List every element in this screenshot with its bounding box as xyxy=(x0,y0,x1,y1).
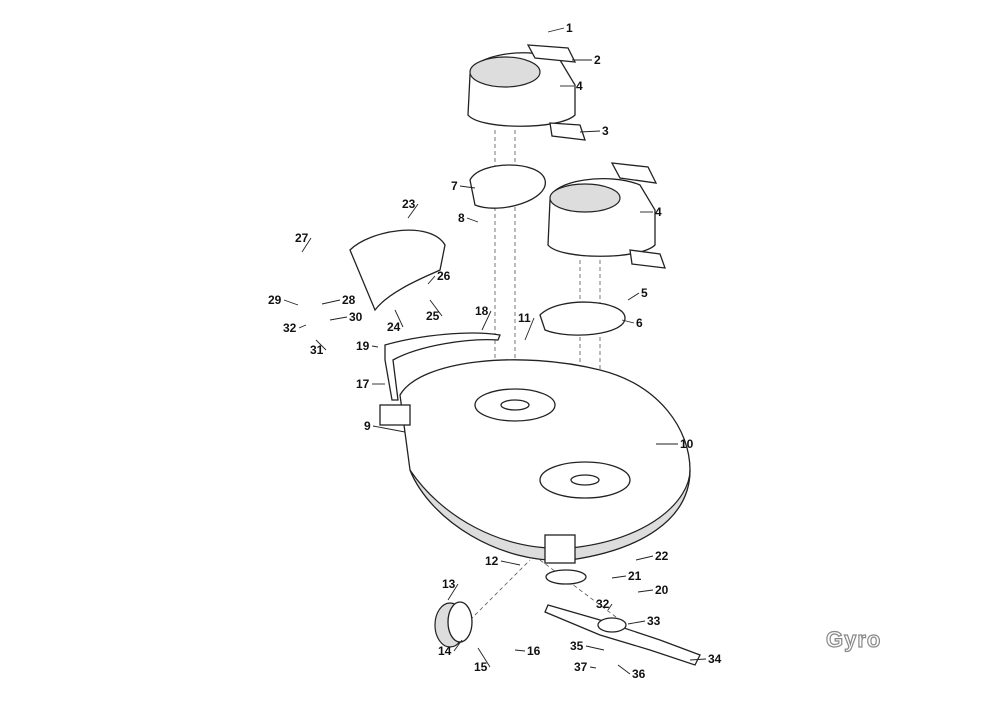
leader-line xyxy=(329,316,348,321)
part-number-label: 10 xyxy=(680,437,694,451)
leader-line xyxy=(617,664,631,675)
leader-line xyxy=(589,666,597,669)
part-number-label: 14 xyxy=(438,644,452,658)
part-number-label: 18 xyxy=(475,304,489,318)
part-number-label: 4 xyxy=(576,79,583,93)
leader-line xyxy=(477,647,491,668)
part-number-label: 26 xyxy=(437,269,451,283)
blade-adapter xyxy=(597,617,627,633)
leader-line xyxy=(689,658,707,661)
motor-cover-lower xyxy=(547,162,666,269)
part-number-label: 28 xyxy=(342,293,356,307)
leader-line xyxy=(427,275,436,285)
part-number-label: 24 xyxy=(387,320,401,334)
leader-line xyxy=(453,639,463,652)
part-number-label: 27 xyxy=(295,231,309,245)
part-number-label: 2 xyxy=(594,53,601,67)
part-number-label: 17 xyxy=(356,377,370,391)
leader-line xyxy=(466,217,479,223)
leader-line xyxy=(315,339,327,351)
leader-line xyxy=(579,130,601,133)
leader-line xyxy=(447,583,459,601)
leader-line xyxy=(637,589,654,593)
leader-line xyxy=(283,299,299,306)
leader-line xyxy=(635,555,654,561)
leader-line xyxy=(607,603,613,611)
part-number-label: 20 xyxy=(655,583,669,597)
part-number-label: 31 xyxy=(310,343,324,357)
mower-deck xyxy=(379,359,691,564)
part-number-label: 7 xyxy=(451,179,458,193)
leader-line xyxy=(500,560,521,566)
leader-line xyxy=(394,309,404,328)
leader-line xyxy=(627,292,640,301)
washer xyxy=(545,569,587,585)
leader-line xyxy=(611,575,627,579)
leader-line xyxy=(429,299,443,317)
part-number-label: 15 xyxy=(474,660,488,674)
leader-line xyxy=(524,317,535,341)
blade xyxy=(544,604,701,666)
part-number-label: 33 xyxy=(647,614,661,628)
part-number-label: 30 xyxy=(349,310,363,324)
part-number-label: 5 xyxy=(641,286,648,300)
leader-line xyxy=(481,310,492,331)
part-number-label: 22 xyxy=(655,549,669,563)
part-number-label: 4 xyxy=(655,205,662,219)
rail xyxy=(384,332,501,401)
leader-line xyxy=(459,185,476,189)
part-number-label: 11 xyxy=(518,311,531,325)
part-number-label: 36 xyxy=(632,667,646,681)
mounting-plate-upper xyxy=(469,164,546,209)
leader-line xyxy=(627,620,646,625)
part-number-label: 21 xyxy=(628,569,642,583)
part-number-label: 23 xyxy=(402,197,416,211)
leader-line xyxy=(407,203,419,219)
leader-line xyxy=(321,299,341,305)
part-number-label: 29 xyxy=(268,293,282,307)
rear-cover xyxy=(349,229,446,312)
part-number-label: 35 xyxy=(570,639,584,653)
leader-line xyxy=(371,345,379,348)
part-number-label: 32 xyxy=(596,597,610,611)
part-number-label: 1 xyxy=(566,21,573,35)
part-number-label: 19 xyxy=(356,339,370,353)
leader-line xyxy=(585,645,605,651)
motor-cover-top xyxy=(467,44,586,141)
part-number-label: 37 xyxy=(574,660,588,674)
leader-line xyxy=(301,237,312,253)
part-number-label: 3 xyxy=(602,124,609,138)
leader-line xyxy=(514,649,526,652)
part-number-label: 6 xyxy=(636,316,643,330)
leader-line xyxy=(621,319,635,324)
part-number-label: 25 xyxy=(426,309,440,323)
part-number-label: 8 xyxy=(458,211,465,225)
leader-line xyxy=(298,324,307,329)
part-number-label: 13 xyxy=(442,577,456,591)
part-number-label: 32 xyxy=(283,321,297,335)
mounting-plate-lower xyxy=(539,301,626,336)
part-number-label: 34 xyxy=(708,652,722,666)
brand-logo: Gyro xyxy=(826,627,881,652)
part-number-label: 16 xyxy=(527,644,541,658)
callout-leaders xyxy=(283,27,707,675)
part-number-label: 9 xyxy=(364,419,371,433)
leader-line xyxy=(547,27,565,33)
part-number-label: 12 xyxy=(485,554,499,568)
leader-line xyxy=(372,425,406,433)
